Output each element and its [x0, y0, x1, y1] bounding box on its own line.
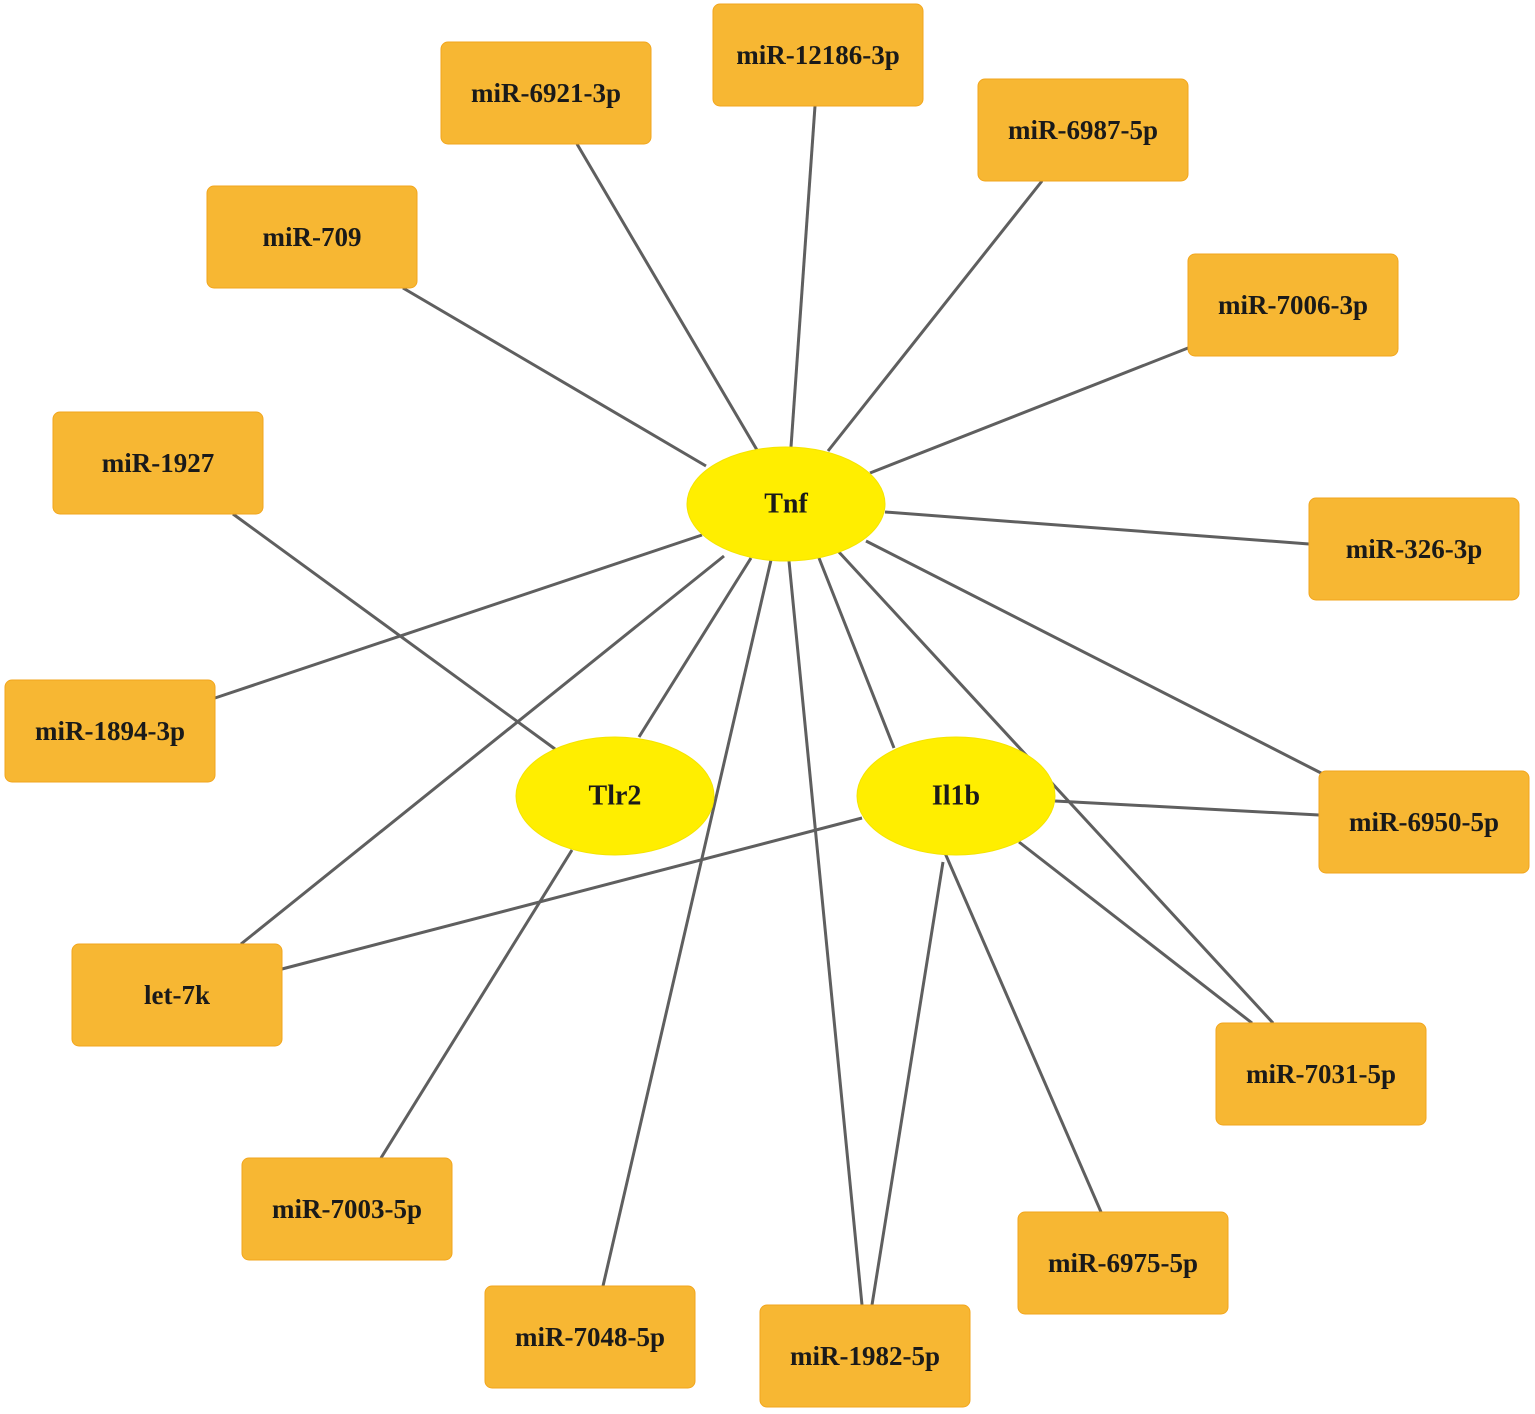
- mirna-box: [759, 1304, 971, 1408]
- gene-node-il1b: Il1b: [856, 736, 1056, 856]
- edge-il1b-let7k: [281, 816, 863, 971]
- gene-node-tlr2: Tlr2: [515, 736, 715, 856]
- mirna-label: miR-7006-3p: [1218, 290, 1368, 320]
- mirna-node-m1894: miR-1894-3p: [4, 679, 216, 783]
- mirna-node-m12186: miR-12186-3p: [712, 3, 924, 107]
- edge-layer: [214, 105, 1324, 1306]
- edge-tnf-m326: [884, 510, 1310, 546]
- mirna-label: miR-1894-3p: [35, 716, 185, 746]
- edge-il1b-m6975: [943, 852, 1103, 1213]
- mirna-box: [440, 41, 652, 145]
- mirna-label: miR-1927: [102, 448, 214, 478]
- mirna-box: [712, 3, 924, 107]
- edge-tnf-let7k: [240, 554, 725, 946]
- edge-tlr2-m1927: [232, 512, 556, 751]
- gene-ellipse: [686, 446, 886, 562]
- mirna-box: [1187, 253, 1399, 357]
- edge-tlr2-m7003: [379, 849, 574, 1159]
- mirna-box: [1308, 497, 1520, 601]
- mirna-box: [1017, 1211, 1229, 1315]
- edge-tnf-m12186: [789, 105, 817, 448]
- mirna-label: miR-12186-3p: [736, 40, 900, 70]
- mirna-label: miR-326-3p: [1346, 534, 1483, 564]
- edge-tnf-m6950: [865, 539, 1324, 776]
- edge-tnf-m6987: [826, 180, 1044, 452]
- mirna-box: [52, 411, 264, 515]
- node-layer: miR-12186-3p miR-6921-3p miR-6987-5p miR-70…: [4, 3, 1530, 1408]
- mirna-box: [484, 1285, 696, 1389]
- edge-il1b-m7031: [1018, 840, 1253, 1025]
- mirna-node-m6975: miR-6975-5p: [1017, 1211, 1229, 1315]
- mirna-node-m1927: miR-1927: [52, 411, 264, 515]
- edge-il1b-m1982: [870, 861, 945, 1306]
- mirna-node-m7048: miR-7048-5p: [484, 1285, 696, 1389]
- edge-tnf-m6921: [575, 143, 759, 451]
- edge-tnf-m1894: [214, 533, 703, 700]
- mirna-box: [4, 679, 216, 783]
- edge-tnf-m1982: [787, 560, 864, 1306]
- mirna-node-m6921: miR-6921-3p: [440, 41, 652, 145]
- mirna-label: miR-7003-5p: [272, 1194, 422, 1224]
- edge-il1b-m6950: [1054, 799, 1320, 817]
- mirna-node-m6950: miR-6950-5p: [1318, 770, 1530, 874]
- gene-ellipse: [856, 736, 1056, 856]
- edge-tnf-tlr2: [637, 557, 753, 738]
- mirna-node-let7k: let-7k: [71, 943, 283, 1047]
- mirna-node-m326: miR-326-3p: [1308, 497, 1520, 601]
- gene-label: Tlr2: [589, 781, 642, 812]
- mirna-node-m7031: miR-7031-5p: [1215, 1022, 1427, 1126]
- mirna-node-m6987: miR-6987-5p: [977, 78, 1189, 182]
- mirna-label: miR-1982-5p: [790, 1341, 940, 1371]
- mirna-node-m1982: miR-1982-5p: [759, 1304, 971, 1408]
- mirna-label: miR-709: [263, 222, 362, 252]
- mirna-label: miR-6975-5p: [1048, 1248, 1198, 1278]
- gene-label: Il1b: [932, 781, 980, 812]
- mirna-label: miR-6921-3p: [471, 78, 621, 108]
- mirna-label: miR-6950-5p: [1349, 807, 1499, 837]
- mirna-label: miR-7048-5p: [515, 1322, 665, 1352]
- gene-ellipse: [515, 736, 715, 856]
- mirna-box: [241, 1157, 453, 1261]
- mirna-box: [206, 185, 418, 289]
- mirna-node-m7006: miR-7006-3p: [1187, 253, 1399, 357]
- gene-node-tnf: Tnf: [686, 446, 886, 562]
- mirna-box: [1318, 770, 1530, 874]
- edge-tnf-m709: [402, 286, 707, 468]
- mirna-label: miR-6987-5p: [1008, 115, 1158, 145]
- edge-tnf-m7006: [869, 346, 1189, 475]
- mirna-box: [977, 78, 1189, 182]
- edge-tnf-m7048: [601, 559, 773, 1287]
- mirna-label: miR-7031-5p: [1246, 1059, 1396, 1089]
- mirna-node-m7003: miR-7003-5p: [241, 1157, 453, 1261]
- mirna-box: [1215, 1022, 1427, 1126]
- mirna-label: let-7k: [144, 980, 210, 1010]
- edge-tnf-m7031: [836, 549, 1275, 1025]
- mirna-box: [71, 943, 283, 1047]
- edge-tnf-il1b: [817, 557, 896, 749]
- gene-label: Tnf: [764, 489, 808, 520]
- mirna-node-m709: miR-709: [206, 185, 418, 289]
